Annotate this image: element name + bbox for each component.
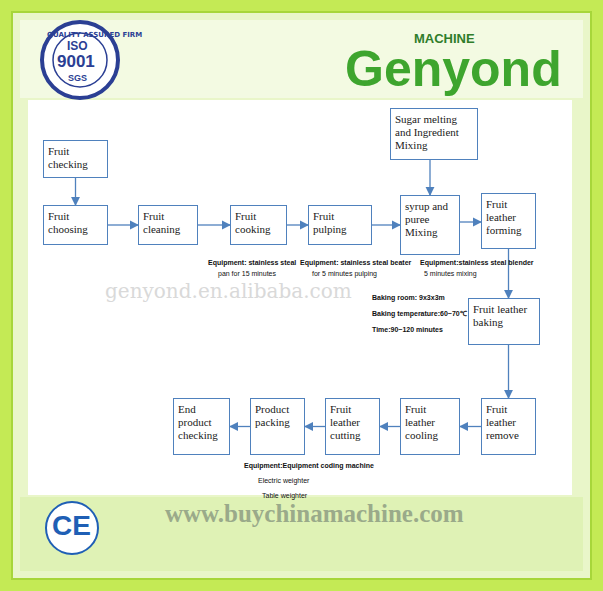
ce-badge — [46, 502, 98, 554]
equipment-note: Equipment: stainless steal beater — [300, 259, 411, 267]
baking-note: Time:90~120 minutes — [372, 326, 443, 334]
flow-arrow — [287, 224, 308, 225]
logo-text: 9001 — [57, 53, 95, 72]
step-text: Fruit leather baking — [473, 303, 535, 329]
flow-arrow — [460, 221, 481, 222]
process-box: Product packing — [250, 398, 305, 455]
equipment-note: Equipment:Equipment coding machine — [244, 462, 374, 470]
equipment-note: Electric weighter — [258, 477, 309, 485]
equipment-note: Equipment:stainless steal blender — [420, 259, 534, 267]
process-box: Sugar melting and Ingredient Mixing — [390, 108, 478, 160]
step-text: Fruit choosing — [48, 210, 103, 236]
watermark: genyond.en.alibaba.com — [105, 280, 352, 302]
process-box: Fruit leather forming — [481, 193, 536, 249]
baking-note: Baking room: 9x3x3m — [372, 294, 445, 302]
process-box: Fruit checking — [43, 140, 108, 178]
header-band — [20, 20, 583, 98]
logo-ring-text: QUALITY ASSURED FIRM — [47, 32, 142, 40]
ce-mark: CE — [52, 511, 91, 542]
equipment-note: Table weighter — [262, 492, 307, 500]
process-box: Fruit leather baking — [468, 298, 540, 345]
flow-arrow — [75, 178, 76, 205]
step-text: End product checking — [178, 403, 225, 442]
flow-arrow — [460, 426, 481, 427]
diagram-panel — [28, 100, 572, 495]
process-box: Fruit pulping — [308, 205, 372, 245]
flow-arrow — [305, 426, 325, 427]
iso-inner-ring — [53, 33, 107, 87]
step-text: Sugar melting and Ingredient Mixing — [395, 113, 473, 152]
logo-text: SGS — [68, 74, 87, 84]
step-text: Fruit cooking — [235, 210, 282, 236]
baking-note: Baking temperature:60~70℃ — [372, 310, 467, 318]
flow-arrow — [108, 224, 138, 225]
watermark: www.buychinamachine.com — [165, 500, 464, 528]
process-box: Fruit leather cooling — [400, 398, 460, 455]
step-text: Fruit cleaning — [143, 210, 193, 236]
flow-arrow — [508, 249, 509, 298]
step-text: Fruit leather cooling — [405, 403, 455, 442]
brand-logo: Genyond — [345, 42, 562, 97]
process-box: Fruit cooking — [230, 205, 287, 245]
flow-arrow — [380, 426, 400, 427]
logo-text: ISO — [67, 40, 88, 53]
step-text: Fruit pulping — [313, 210, 367, 236]
equipment-note: 5 minutes mixing — [424, 270, 477, 278]
flow-arrow — [230, 426, 250, 427]
flow-arrow — [429, 160, 430, 195]
process-box: syrup and puree Mixing — [400, 195, 460, 255]
flow-arrow — [372, 224, 400, 225]
process-box: Fruit cleaning — [138, 205, 198, 245]
footer-band — [20, 497, 583, 571]
step-text: Fruit checking — [48, 145, 103, 171]
equipment-note: pan for 15 minutes — [218, 270, 276, 278]
step-text: Fruit leather cutting — [330, 403, 375, 442]
process-box: Fruit choosing — [43, 205, 108, 245]
process-box: End product checking — [173, 398, 230, 455]
inner-frame — [12, 12, 591, 579]
step-text: Fruit leather forming — [486, 198, 531, 237]
flow-arrow — [198, 224, 230, 225]
process-box: Fruit leather remove — [481, 398, 536, 455]
step-text: syrup and puree Mixing — [405, 200, 455, 239]
step-text: Product packing — [255, 403, 300, 429]
process-box: Fruit leather cutting — [325, 398, 380, 455]
equipment-note: for 5 minutes pulping — [312, 270, 377, 278]
equipment-note: Equipment: stainless steal — [208, 259, 296, 267]
step-text: Fruit leather remove — [486, 403, 531, 442]
flow-arrow — [508, 345, 509, 398]
